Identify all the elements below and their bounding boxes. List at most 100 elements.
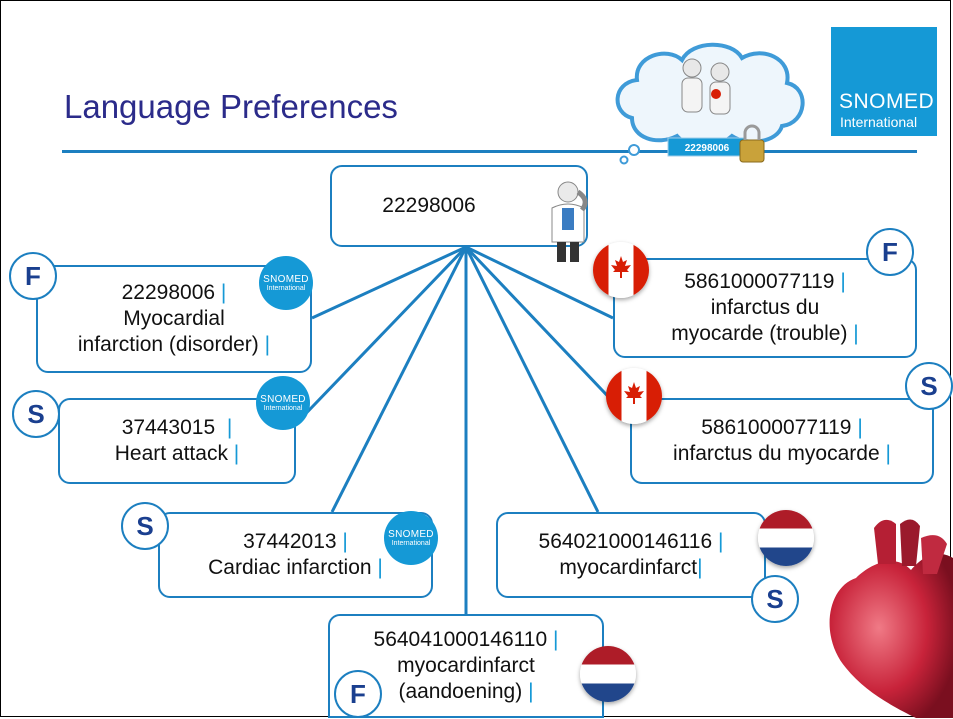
pipe-separator: | (264, 333, 271, 356)
connector-ca-fsn (465, 245, 614, 320)
seal-line1: SNOMED (260, 394, 306, 405)
description-line: 564021000146116 | (539, 529, 724, 555)
description-line: infarction (disorder) | (78, 332, 270, 358)
seal-line2: International (391, 540, 431, 547)
synonym-badge: S (751, 575, 799, 623)
description-id: 5861000077119 (701, 416, 852, 439)
maple-leaf-icon (611, 256, 631, 278)
synonym-badge: S (12, 390, 60, 438)
snomed-seal-icon: SNOMED International (384, 511, 438, 565)
seal-line1: SNOMED (263, 274, 309, 285)
description-line: Cardiac infarction | (208, 555, 383, 581)
pipe-separator: | (226, 416, 233, 439)
canada-flag-icon (606, 368, 662, 424)
description-id: 5861000077119 (684, 270, 835, 293)
description-id: 564041000146110 (373, 628, 548, 651)
fsn-badge: F (9, 252, 57, 300)
synonym-badge: S (905, 362, 953, 410)
patient-head-icon (710, 62, 730, 82)
pipe-separator: | (885, 442, 891, 465)
connector-en-fsn (311, 245, 467, 320)
description-term: infarction (disorder) (77, 333, 259, 356)
synonym-badge: S (121, 502, 169, 550)
thought-cloud-illustration: 22298006 (615, 42, 805, 165)
description-line: myocardinfarct (397, 654, 535, 677)
doctor-head-icon (557, 181, 579, 203)
description-id: 564021000146116 (538, 530, 713, 553)
snomed-seal-icon: SNOMED International (256, 376, 310, 430)
description-line: infarctus du (710, 296, 820, 319)
clinician-body-icon (681, 77, 703, 113)
doctor-leg-icon (570, 242, 579, 262)
concept-box-nl-syn: 564021000146116 | myocardinfarct| (496, 512, 766, 598)
padlock-icon (739, 139, 765, 163)
description-line: 5861000077119 | (684, 269, 846, 295)
heart-spot-icon (711, 89, 721, 99)
description-term: myocardinfarct (559, 556, 698, 579)
description-line: Myocardial (123, 307, 225, 330)
root-concept-box: 22298006 (330, 165, 588, 247)
description-line: 22298006 | (122, 280, 227, 306)
connector-en-syn1 (288, 245, 468, 432)
pipe-separator: | (233, 442, 240, 465)
description-term: Cardiac infarction (208, 556, 372, 579)
heart-body-icon (829, 553, 953, 718)
description-line: 37442013 | (243, 529, 348, 555)
aorta-icon (874, 519, 896, 564)
root-concept-id: 22298006 (382, 194, 476, 217)
description-line: Heart attack | (115, 441, 240, 467)
pipe-separator: | (528, 680, 534, 703)
description-line: myocardinfarct| (559, 555, 702, 581)
doctor-arm-icon (576, 189, 588, 212)
description-id: 37443015 (121, 416, 216, 439)
title-underline (62, 150, 917, 153)
clinician-head-icon (682, 58, 702, 78)
description-line: myocarde (trouble) | (671, 321, 859, 347)
pipe-separator: | (718, 530, 724, 553)
snomed-seal-icon: SNOMED International (259, 256, 313, 310)
connector-nl-syn (464, 246, 600, 513)
concept-tag-text: 22298006 (685, 143, 730, 154)
description-term: infarctus du myocarde (673, 442, 880, 465)
artery-icon (900, 519, 920, 566)
description-id: 22298006 (121, 281, 216, 304)
pipe-separator: | (342, 530, 348, 553)
pipe-separator: | (840, 270, 846, 293)
logo-line1: SNOMED (839, 90, 935, 113)
maple-leaf-icon (624, 382, 644, 404)
pipe-separator: | (857, 416, 863, 439)
pipe-separator: | (697, 556, 703, 579)
description-term: myocarde (trouble) (671, 322, 848, 345)
snomed-logo: SNOMED International (831, 27, 937, 136)
canada-flag-icon (593, 242, 649, 298)
seal-line2: International (263, 405, 303, 412)
seal-line2: International (266, 285, 306, 292)
doctor-leg-icon (557, 242, 566, 262)
description-line: (aandoening) | (398, 679, 533, 705)
netherlands-flag-icon (580, 646, 636, 702)
thinking-doctor-illustration (551, 181, 588, 262)
description-term: (aandoening) (398, 680, 523, 703)
slide-title: Language Preferences (64, 88, 398, 125)
concept-box-ca-fsn: 5861000077119 | infarctus du myocarde (t… (613, 258, 917, 358)
pipe-separator: | (853, 322, 859, 345)
fsn-badge: F (866, 228, 914, 276)
fsn-badge: F (334, 670, 382, 718)
padlock-shackle-icon (743, 124, 761, 140)
doctor-shirt-icon (562, 208, 574, 230)
description-line: 5861000077119 | (701, 415, 863, 441)
thought-bubble-dot (619, 155, 629, 165)
pipe-separator: | (553, 628, 559, 651)
netherlands-flag-icon (758, 510, 814, 566)
connector-en-syn2 (330, 246, 468, 513)
pipe-separator: | (220, 281, 227, 304)
logo-line2: International (840, 114, 918, 130)
description-id: 37442013 (243, 530, 337, 553)
description-line: 37443015 | (122, 415, 233, 441)
thought-bubble-dot (628, 144, 640, 156)
description-line: infarctus du myocarde | (673, 441, 891, 467)
seal-line1: SNOMED (388, 529, 434, 540)
pipe-separator: | (377, 556, 383, 579)
description-line: 564041000146110 | (374, 627, 559, 653)
vessel-icon (921, 535, 947, 574)
